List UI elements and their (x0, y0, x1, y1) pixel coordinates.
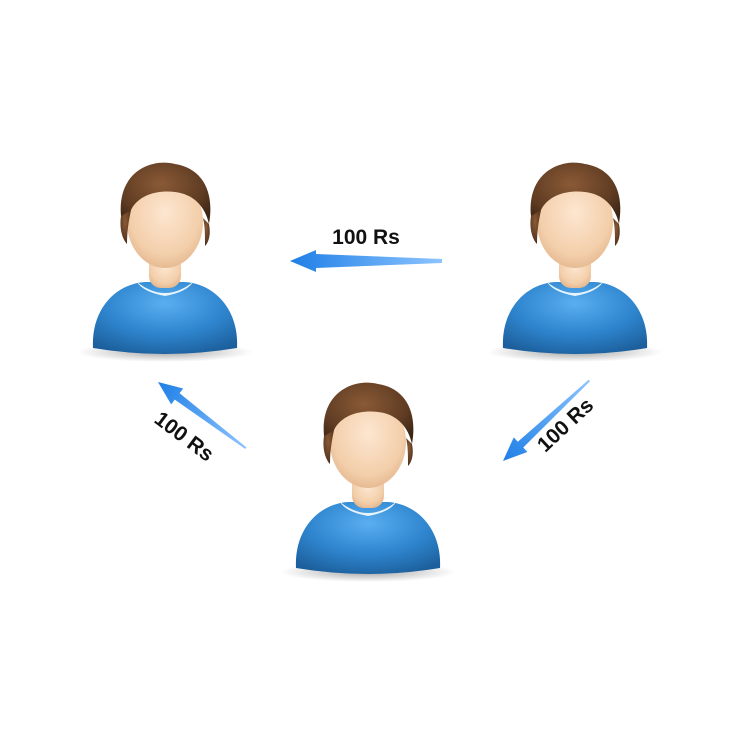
person-icon-bottom (280, 382, 456, 582)
arrow-bottom-to-left (158, 382, 247, 449)
transfer-label-top-text: 100 Rs (332, 226, 400, 249)
transfer-label-top: 100 Rs (332, 226, 400, 249)
person-icon-left (77, 162, 253, 362)
arrow-right-to-left (290, 250, 442, 272)
person-icon-right (487, 162, 663, 362)
arrow-right-to-bottom (503, 379, 590, 461)
